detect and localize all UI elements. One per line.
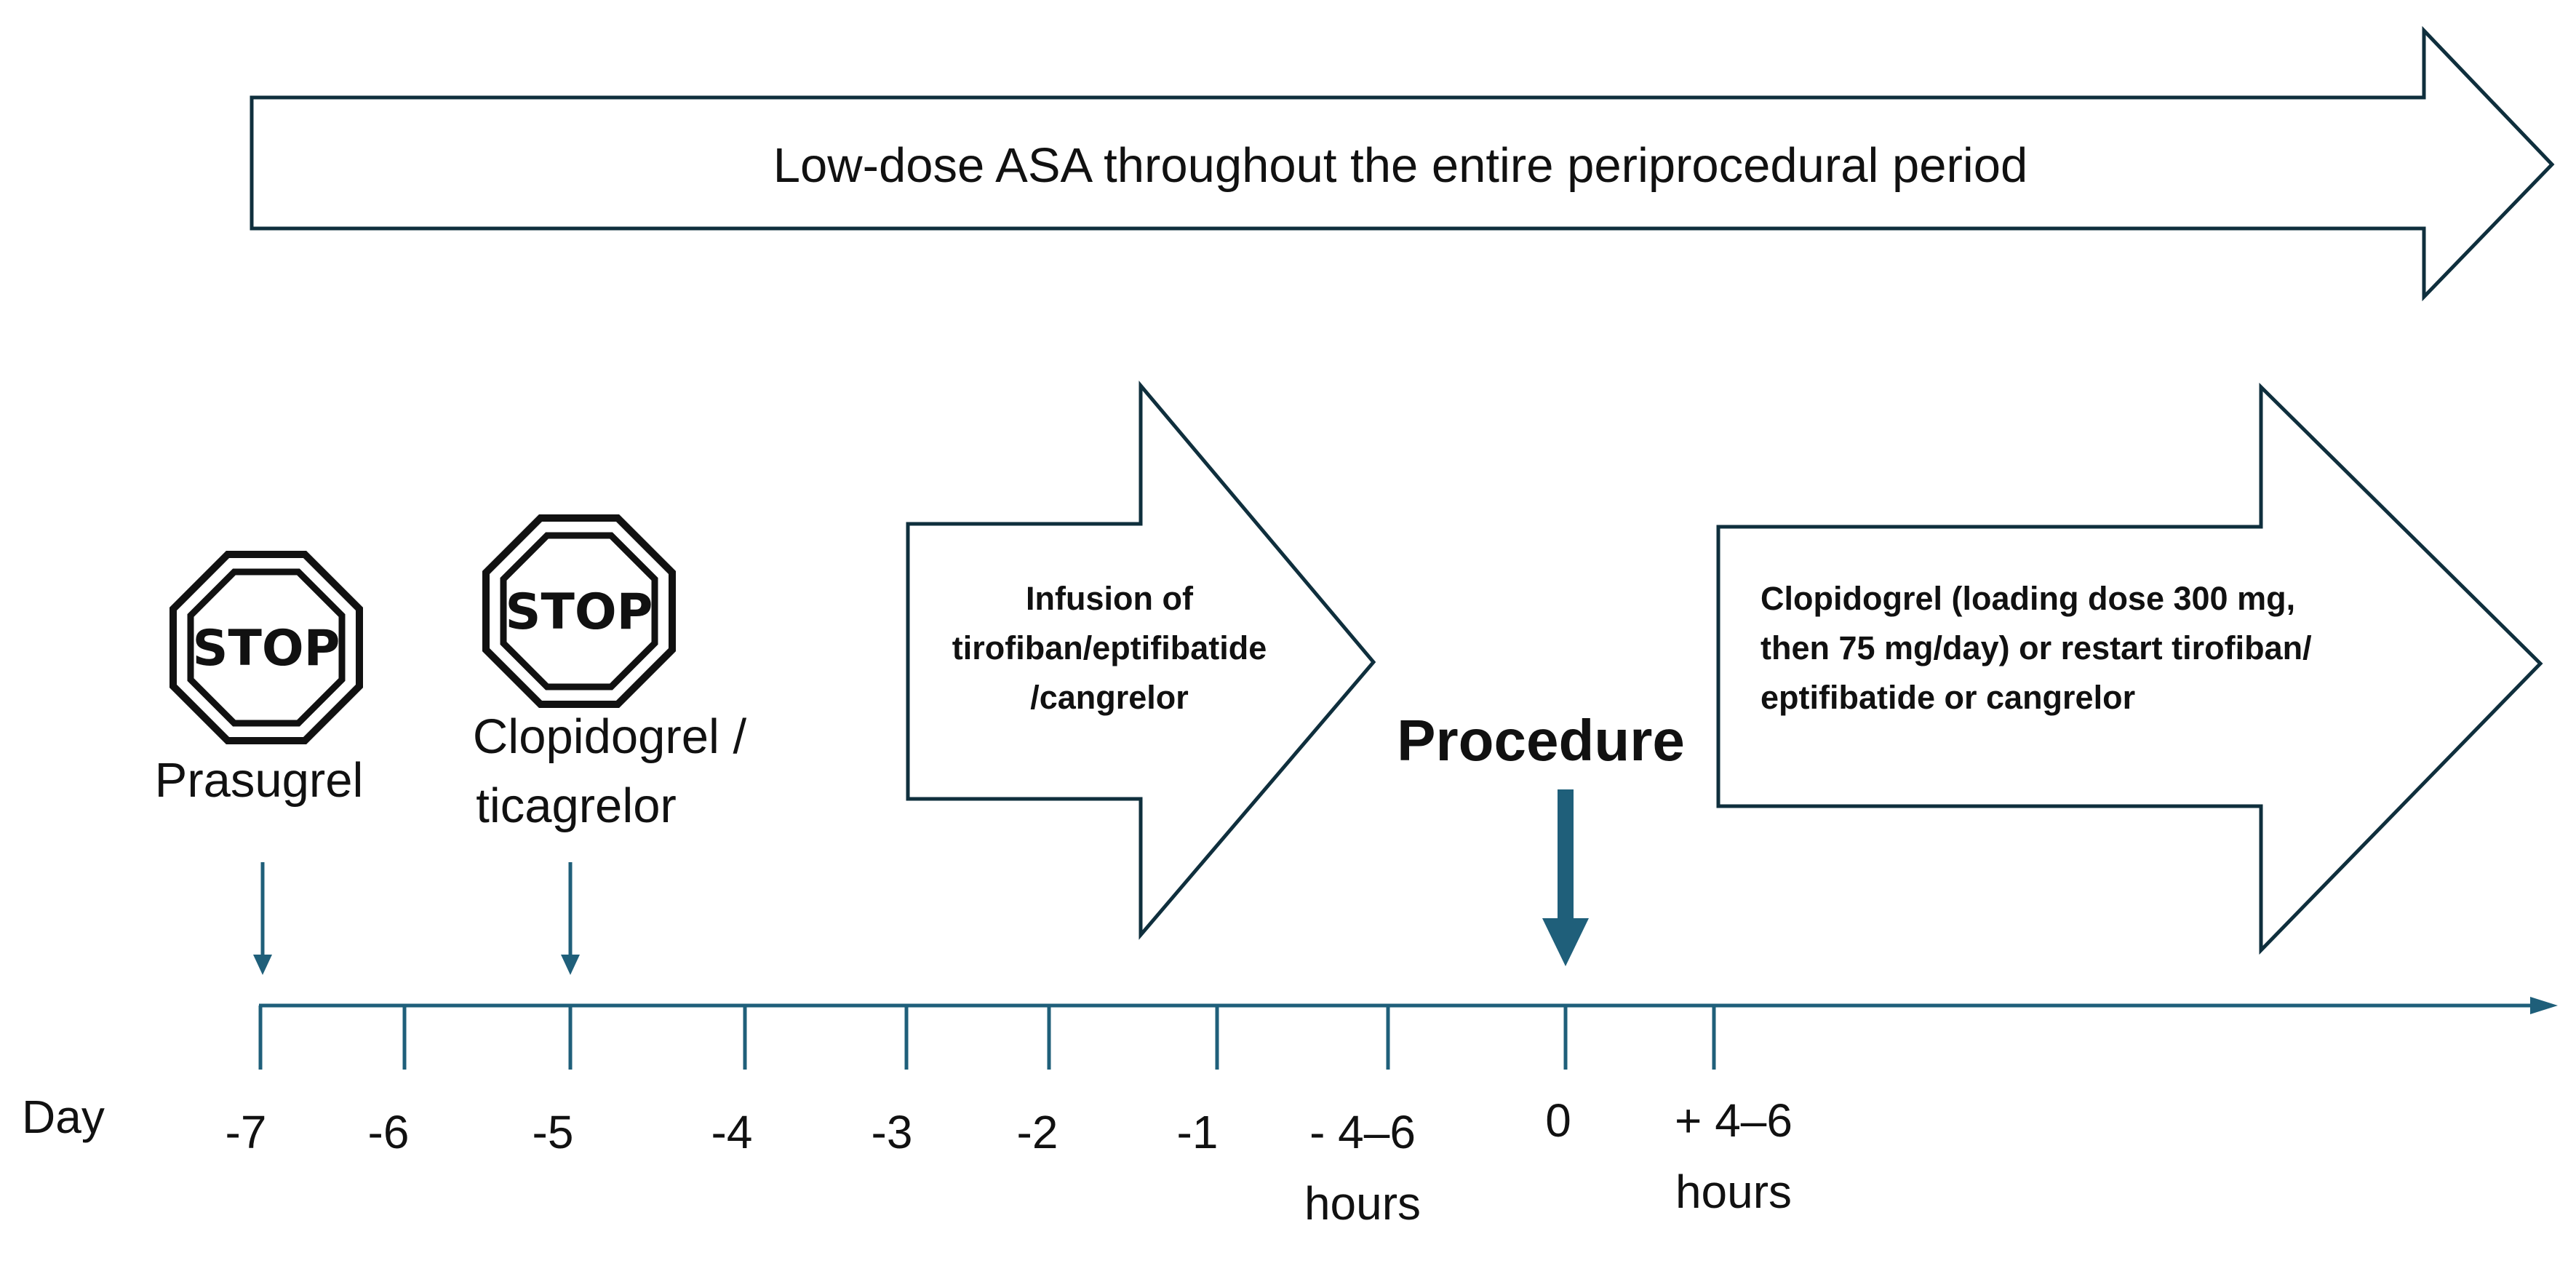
stop-sign-text: STOP [192, 620, 340, 677]
timeline-tick-label: + 4–6 [1675, 1094, 1793, 1147]
asa-banner-text: Low-dose ASA throughout the entire perip… [773, 138, 2028, 193]
infusion-text-line1: Infusion of [1026, 580, 1194, 617]
timeline-tick-label: -1 [1177, 1106, 1219, 1158]
timeline-tick-label: -2 [1017, 1106, 1058, 1158]
procedure-arrow-shaft [1558, 789, 1574, 924]
timeline-ticks: -7 -6 -5 -4 -3 -2 -1 - 4–6 hours 0 + 4–6 hours [226, 1006, 1793, 1230]
clopidogrel-stop-arrowhead [561, 955, 580, 975]
timeline-tick-label: -4 [711, 1106, 753, 1158]
procedure-label: Procedure [1397, 708, 1685, 773]
timeline-tick-label: - 4–6 [1309, 1106, 1416, 1158]
timeline-tick-label: 0 [1545, 1094, 1571, 1147]
post-text-line2: then 75 mg/day) or restart tirofiban/ [1760, 629, 2312, 666]
timeline-tick-label: -3 [872, 1106, 913, 1158]
stop-sign-icon: STOP [170, 551, 363, 744]
timeline-axis-arrowhead [2530, 997, 2558, 1014]
post-procedure-arrow [1716, 383, 2543, 955]
timeline-tick-label: -7 [226, 1106, 267, 1158]
timeline-tick-label: hours [1304, 1177, 1421, 1230]
day-axis-label: Day [22, 1091, 105, 1143]
stop-sign-text: STOP [505, 584, 653, 641]
post-text-line3: eptifibatide or cangrelor [1760, 679, 2135, 716]
clopidogrel-stop-label-line1: Clopidogrel / [473, 709, 747, 764]
infusion-text-line2: tirofiban/eptifibatide [952, 629, 1267, 666]
asa-banner-arrow [250, 25, 2555, 302]
infusion-arrow [906, 381, 1376, 940]
timeline-tick-label: hours [1675, 1166, 1792, 1218]
clopidogrel-stop-label-line2: ticagrelor [476, 779, 677, 833]
infusion-text-line3: /cangrelor [1030, 679, 1189, 716]
stop-sign-icon: STOP [482, 514, 676, 708]
post-text-line1: Clopidogrel (loading dose 300 mg, [1760, 580, 2295, 617]
prasugrel-label: Prasugrel [155, 753, 364, 808]
prasugrel-stop-arrowhead [253, 955, 272, 975]
timeline-tick-label: -6 [368, 1106, 410, 1158]
timeline-tick-label: -5 [533, 1106, 574, 1158]
procedure-arrowhead [1542, 918, 1589, 966]
